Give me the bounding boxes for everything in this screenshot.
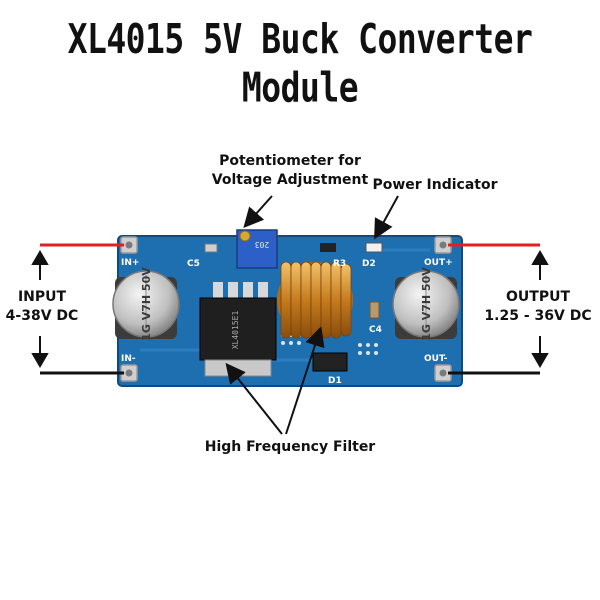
filter-callout-arrow-right bbox=[285, 326, 325, 435]
output-label-line2: 1.25 - 36V DC bbox=[484, 308, 592, 324]
label-in-minus: IN- bbox=[121, 354, 136, 364]
output-voltage-arrow bbox=[531, 250, 549, 368]
power-indicator-callout-arrow bbox=[374, 195, 399, 240]
label-c5: C5 bbox=[187, 259, 200, 269]
smd-c5 bbox=[204, 243, 218, 253]
output-label-line1: OUTPUT bbox=[506, 289, 570, 305]
input-capacitor: 1G V7H 50V bbox=[112, 267, 180, 341]
potentiometer-label-line2: Voltage Adjustment bbox=[211, 172, 369, 188]
potentiometer-callout-arrow bbox=[243, 195, 273, 228]
label-in-plus: IN+ bbox=[121, 258, 139, 268]
smd-r3 bbox=[320, 243, 336, 252]
potentiometer: 203 bbox=[236, 229, 278, 269]
inductor bbox=[277, 261, 353, 339]
label-c4: C4 bbox=[369, 325, 382, 335]
power-indicator-label: Power Indicator bbox=[372, 177, 498, 193]
diode-d1 bbox=[312, 352, 348, 372]
input-capacitor-text: 1G V7H 50V bbox=[140, 267, 153, 341]
power-led-d2 bbox=[365, 242, 383, 253]
filter-callout-arrow-left bbox=[225, 362, 283, 435]
page-title: XL4015 5V Buck Converter Module bbox=[67, 14, 533, 112]
input-label-line1: INPUT bbox=[17, 289, 67, 305]
xl4015-ic: XL4015E1 bbox=[199, 282, 277, 377]
input-label: INPUT 4-38V DC bbox=[2, 288, 82, 326]
ic-marking: XL4015E1 bbox=[231, 311, 240, 350]
output-capacitor: 1G V7H 50V bbox=[392, 267, 460, 341]
smd-c4 bbox=[369, 301, 380, 319]
high-frequency-filter-label: High Frequency Filter bbox=[204, 439, 376, 455]
input-voltage-arrow bbox=[31, 250, 49, 368]
label-out-plus: OUT+ bbox=[424, 258, 453, 268]
label-r3: R3 bbox=[333, 259, 346, 269]
output-label: OUTPUT 1.25 - 36V DC bbox=[480, 288, 596, 326]
output-capacitor-text: 1G V7H 50V bbox=[420, 267, 433, 341]
label-d2: D2 bbox=[362, 259, 376, 269]
label-d1: D1 bbox=[328, 376, 342, 386]
potentiometer-label-line1: Potentiometer for bbox=[219, 153, 361, 169]
input-label-line2: 4-38V DC bbox=[5, 308, 79, 324]
potentiometer-label: Potentiometer for Voltage Adjustment bbox=[190, 152, 390, 190]
label-out-minus: OUT- bbox=[424, 354, 448, 364]
pot-code: 203 bbox=[255, 240, 270, 249]
